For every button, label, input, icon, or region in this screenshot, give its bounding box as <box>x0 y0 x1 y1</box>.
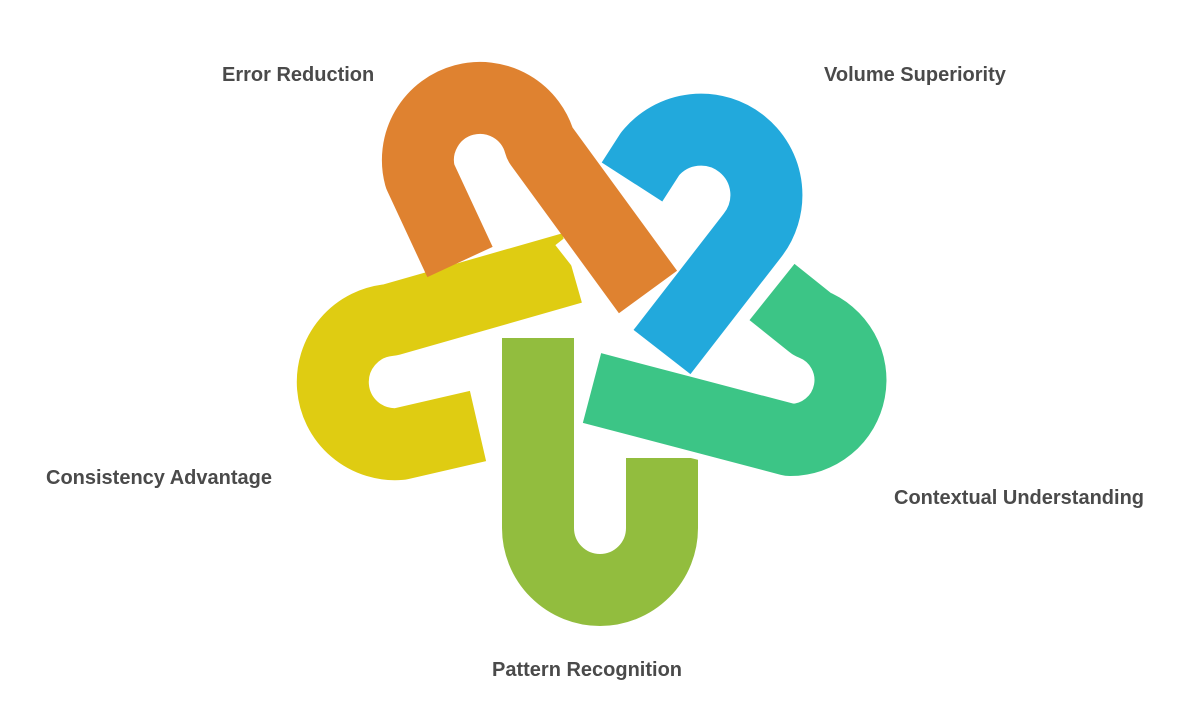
contextual-understanding-label: Contextual Understanding <box>894 487 1145 509</box>
error-reduction-segment <box>381 61 678 314</box>
pattern-recognition-label: Pattern Recognition <box>492 659 683 681</box>
volume-superiority-segment <box>601 93 803 375</box>
consistency-advantage-segment <box>296 233 582 481</box>
consistency-advantage-label: Consistency Advantage <box>46 467 272 489</box>
volume-superiority-label: Volume Superiority <box>824 64 1006 86</box>
contextual-understanding-segment <box>582 263 887 477</box>
error-reduction-label: Error Reduction <box>222 64 375 86</box>
pattern-recognition-segment <box>502 338 698 626</box>
